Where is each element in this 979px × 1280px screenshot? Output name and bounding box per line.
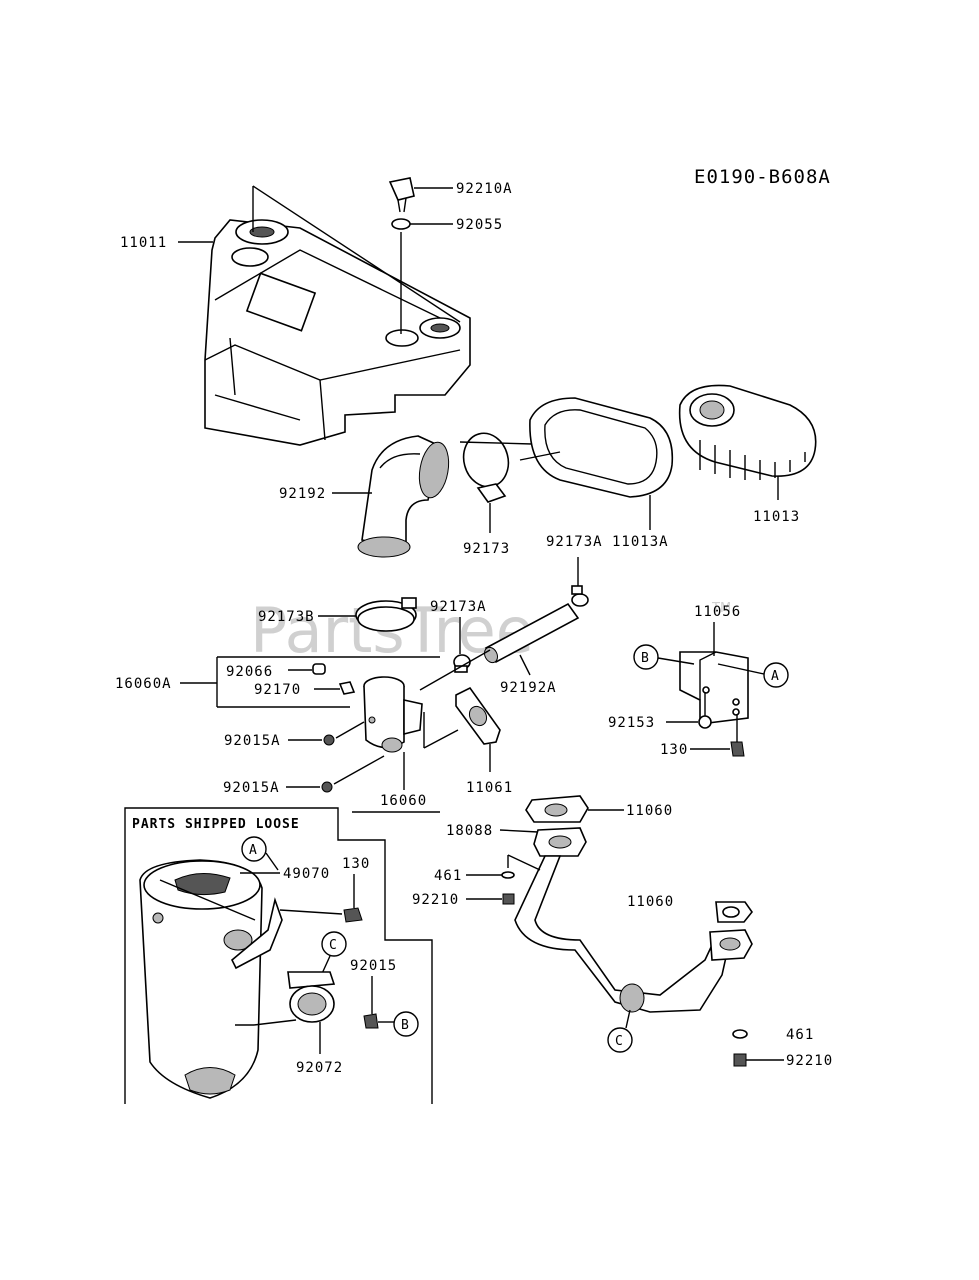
part-label-92015: 92015 xyxy=(350,958,397,974)
leader xyxy=(423,729,459,749)
loose-box-title: PARTS SHIPPED LOOSE xyxy=(132,817,300,832)
bolt-130-right-drawing xyxy=(730,741,745,757)
part-label-92153: 92153 xyxy=(608,715,655,731)
callout-circle-C-pipe xyxy=(607,1027,633,1053)
part-label-11060-gasket: 11060 xyxy=(626,803,673,819)
callout-B-loose: B xyxy=(401,1018,409,1033)
clamp-92173A-top-drawing xyxy=(571,585,589,607)
gasket-11061-drawing xyxy=(455,686,501,745)
callout-circle-C-loose xyxy=(321,931,347,957)
elbow-hose-92192-drawing xyxy=(357,435,450,558)
nut-92015A-a-drawing xyxy=(323,734,335,746)
clip-92170-drawing xyxy=(338,681,356,695)
bolt-130-loose-drawing xyxy=(343,907,363,923)
watermark-tm: TM xyxy=(711,601,731,616)
air-cleaner-housing-drawing xyxy=(204,219,471,446)
part-label-92015A-b: 92015A xyxy=(223,780,280,796)
callout-C-loose: C xyxy=(329,938,337,953)
pre-cleaner-11013A-drawing xyxy=(529,397,674,498)
leader xyxy=(499,829,539,833)
nut-92210-mid-drawing xyxy=(502,893,515,905)
part-label-92015A-a: 92015A xyxy=(224,733,281,749)
part-label-92055: 92055 xyxy=(456,217,503,233)
part-label-11011: 11011 xyxy=(120,235,167,251)
part-label-92170: 92170 xyxy=(254,682,301,698)
leader xyxy=(419,649,491,691)
callout-A-right: A xyxy=(771,669,779,684)
diagram-code: E0190-B608A xyxy=(694,166,831,188)
nut-92015-drawing xyxy=(363,1013,379,1029)
leader xyxy=(459,441,533,445)
part-label-16060: 16060 xyxy=(380,793,427,809)
part-label-11060-pipe: 11060 xyxy=(627,894,674,910)
part-label-92173B: 92173B xyxy=(258,609,315,625)
muffler-49070-drawing xyxy=(139,859,283,1099)
part-label-461-mid: 461 xyxy=(434,868,462,884)
callout-circle-A-right xyxy=(763,662,789,688)
loose-parts-box xyxy=(124,807,433,1104)
part-label-92173A-top: 92173A xyxy=(546,534,603,550)
part-label-461-bottom: 461 xyxy=(786,1027,814,1043)
pin-92066-drawing xyxy=(312,663,326,675)
leader xyxy=(717,663,765,675)
washer-461-bottom-drawing xyxy=(732,1029,748,1039)
leader xyxy=(279,909,343,915)
nut-92210-bottom-drawing xyxy=(733,1053,747,1067)
leader xyxy=(265,852,279,871)
callout-A-loose: A xyxy=(249,843,257,858)
leader xyxy=(253,1019,297,1026)
part-label-130-loose: 130 xyxy=(342,856,370,872)
part-label-92192: 92192 xyxy=(279,486,326,502)
part-label-92210-bottom: 92210 xyxy=(786,1053,833,1069)
leader xyxy=(519,654,531,676)
part-label-92210A: 92210A xyxy=(456,181,513,197)
exhaust-pipe-18088-drawing xyxy=(514,827,753,1013)
callout-circle-B-right xyxy=(633,644,659,670)
part-label-18088: 18088 xyxy=(446,823,493,839)
oring-92055-drawing xyxy=(391,218,411,230)
washer-92153-drawing xyxy=(698,715,712,729)
callout-B-right: B xyxy=(641,651,649,666)
leader xyxy=(519,451,561,461)
part-label-92192A: 92192A xyxy=(500,680,557,696)
part-label-92173: 92173 xyxy=(463,541,510,557)
callout-circle-A-loose xyxy=(241,836,267,862)
part-label-92173A-mid: 92173A xyxy=(430,599,487,615)
part-label-11061: 11061 xyxy=(466,780,513,796)
clamp-92173B-drawing xyxy=(355,597,417,632)
clamp-92173-drawing xyxy=(462,432,510,503)
part-label-92066: 92066 xyxy=(226,664,273,680)
callout-C-pipe: C xyxy=(615,1034,623,1049)
part-label-49070: 49070 xyxy=(283,866,330,882)
bracket-11056-drawing xyxy=(679,651,749,725)
callout-circle-B-loose xyxy=(393,1011,419,1037)
part-label-11013: 11013 xyxy=(753,509,800,525)
part-label-92072: 92072 xyxy=(296,1060,343,1076)
part-label-11013A: 11013A xyxy=(612,534,669,550)
joint-16060-drawing xyxy=(363,676,423,753)
cap-92210A-drawing xyxy=(388,177,415,213)
leader xyxy=(252,185,461,323)
part-label-130-right: 130 xyxy=(660,742,688,758)
leader xyxy=(335,721,365,739)
part-label-16060A: 16060A xyxy=(115,676,172,692)
leader xyxy=(333,755,385,785)
leader xyxy=(657,657,695,665)
part-label-92210-mid: 92210 xyxy=(412,892,459,908)
washer-461-mid-drawing xyxy=(501,871,515,879)
nut-92015A-b-drawing xyxy=(321,781,333,793)
clamp-92072-drawing xyxy=(287,971,336,1023)
air-filter-element-11013-drawing xyxy=(678,384,817,480)
gasket-11060-drawing xyxy=(525,795,589,823)
leader xyxy=(625,1009,631,1029)
part-label-11056: 11056 xyxy=(694,604,741,620)
leader xyxy=(507,854,541,871)
